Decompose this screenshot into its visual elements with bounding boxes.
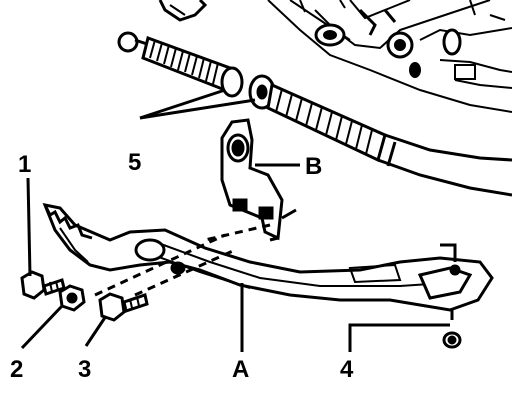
callout-2: 2	[10, 356, 23, 383]
callout-b: B	[305, 153, 322, 180]
callout-3: 3	[78, 356, 91, 383]
bolt-1	[20, 270, 66, 300]
assembly-dash-lines	[94, 223, 271, 297]
handbrake-lever-a	[42, 202, 494, 320]
callout-a: A	[232, 356, 249, 383]
handbrake-cable	[117, 31, 512, 197]
callout-1: 1	[18, 151, 31, 178]
callout-4: 4	[340, 356, 354, 383]
leader-5	[139, 88, 256, 120]
nut-2	[58, 284, 86, 312]
bolt-3	[98, 292, 149, 322]
engine-background-detail	[158, 0, 512, 113]
callout-5: 5	[128, 149, 141, 176]
washer-4	[442, 331, 462, 349]
callout-leaders	[20, 177, 450, 352]
mounting-bracket-b	[220, 118, 297, 242]
